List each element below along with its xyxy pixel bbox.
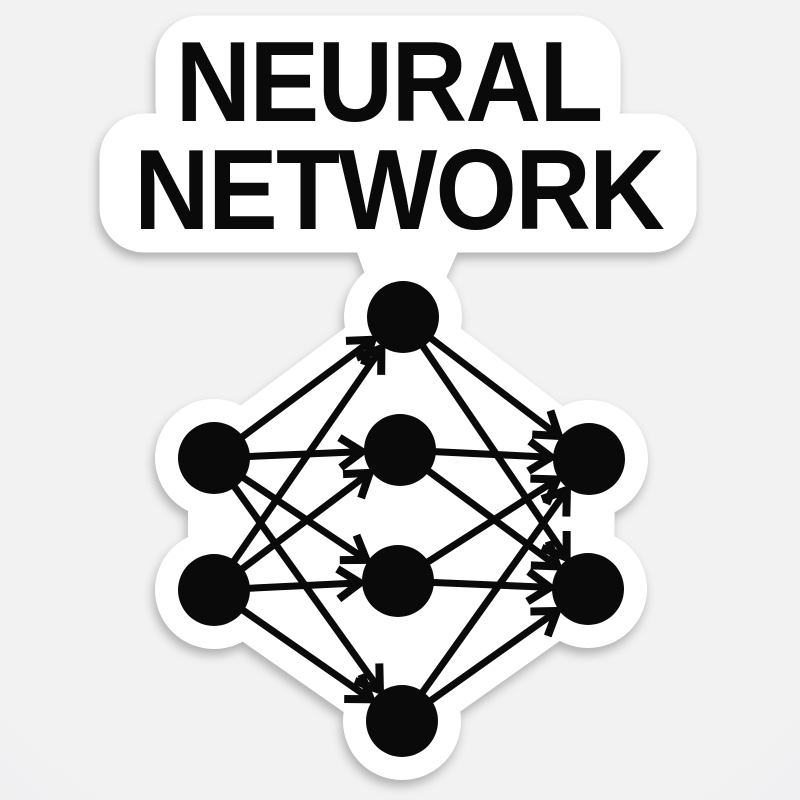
edge-input-1-to-hidden-4 <box>211 455 385 696</box>
edge-input-2-to-hidden-1 <box>211 342 386 592</box>
node-input-2 <box>178 554 250 626</box>
node-output-2 <box>552 553 624 625</box>
node-output-1 <box>553 423 625 495</box>
node-hidden-4 <box>366 685 438 757</box>
node-hidden-1 <box>367 281 439 353</box>
edge-hidden-4-to-output-1 <box>399 484 572 724</box>
title-text-neural: NEURAL <box>175 19 603 146</box>
sticker-network-hull <box>188 291 615 747</box>
node-input-1 <box>178 422 250 494</box>
edge-hidden-1-to-output-2 <box>400 315 571 564</box>
sticker-title-line-1: NEURAL <box>0 26 788 140</box>
sticker-title-line-2: NETWORK <box>0 134 798 248</box>
node-hidden-3 <box>362 545 434 617</box>
node-hidden-2 <box>364 414 436 486</box>
title-text-network: NETWORK <box>133 127 665 254</box>
neural-network-diagram <box>178 281 625 757</box>
